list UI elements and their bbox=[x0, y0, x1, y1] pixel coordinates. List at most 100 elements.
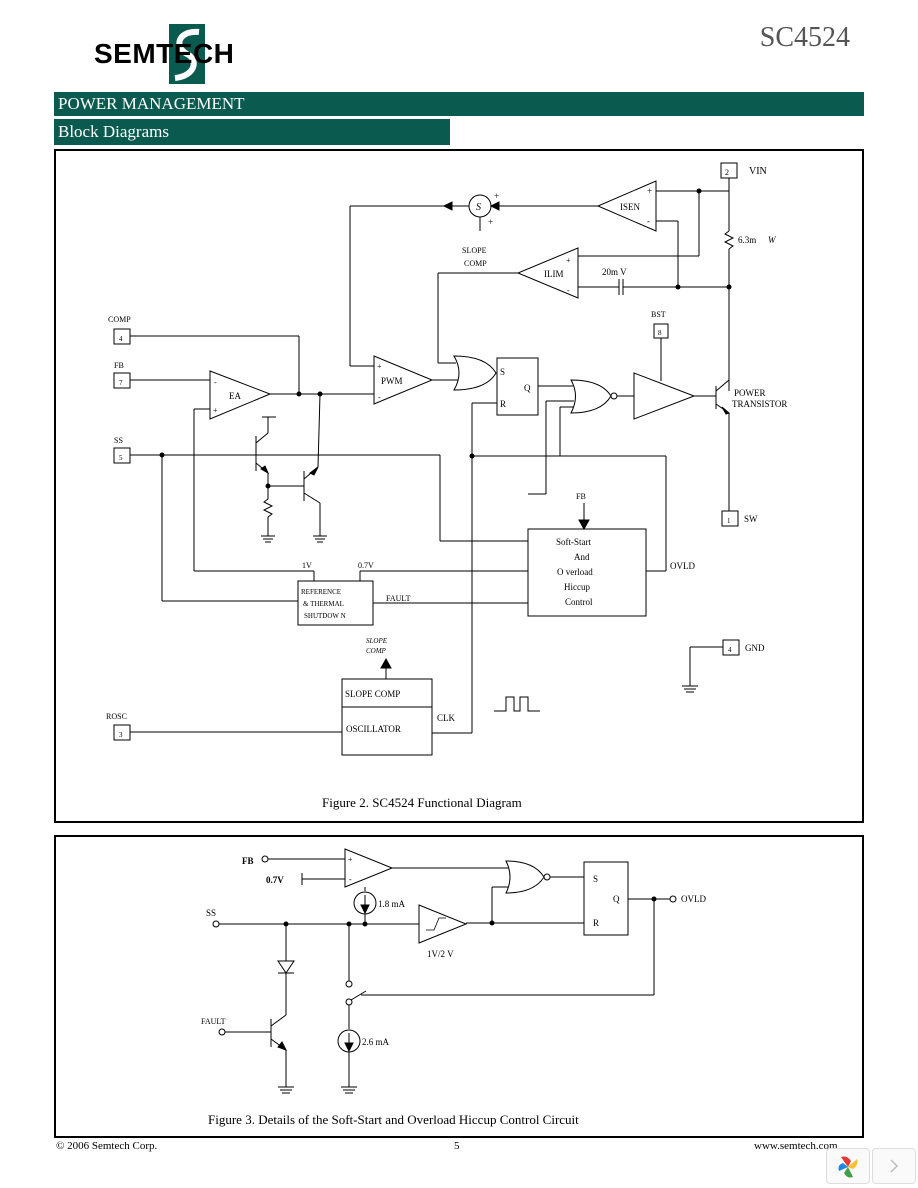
pin-bst-label: BST bbox=[651, 310, 666, 319]
footer-copyright: © 2006 Semtech Corp. bbox=[56, 1140, 158, 1152]
pin-ss-label: SS bbox=[114, 436, 123, 445]
semtech-logo-icon bbox=[169, 24, 205, 84]
figure-2-caption: Figure 2. SC4524 Functional Diagram bbox=[322, 795, 522, 810]
fig3-nor-gate bbox=[505, 860, 545, 894]
fig3-fault-label: FAULT bbox=[201, 1017, 226, 1026]
fig3-ss-label: SS bbox=[206, 908, 216, 918]
pin-bst-number: 8 bbox=[658, 329, 662, 337]
ohm-symbol: W bbox=[768, 235, 777, 245]
fig3-s-label: S bbox=[593, 874, 598, 884]
svg-text:+: + bbox=[647, 186, 652, 196]
chevron-right-icon bbox=[890, 1159, 899, 1173]
pin-fb-number: 7 bbox=[119, 379, 123, 387]
subsection-title: Block Diagrams bbox=[54, 119, 450, 145]
pin-vin-label: VIN bbox=[749, 166, 767, 177]
pin-rosc-label: ROSC bbox=[106, 712, 127, 721]
fig3-q-label: Q bbox=[613, 894, 620, 904]
svg-text:-: - bbox=[378, 393, 381, 402]
svg-text:+: + bbox=[213, 406, 218, 415]
svg-text:-: - bbox=[349, 875, 352, 884]
ref-line2: & THERMAL bbox=[303, 600, 344, 608]
isen-amplifier bbox=[596, 180, 657, 232]
clock-waveform bbox=[494, 696, 540, 712]
pin-vin-box bbox=[720, 162, 738, 179]
latch-q-label: Q bbox=[524, 383, 531, 393]
osc-slope-label-2: COMP bbox=[366, 647, 387, 655]
hysteresis-label: 1V/2 V bbox=[427, 949, 454, 959]
figure-3-caption: Figure 3. Details of the Soft-Start and … bbox=[208, 1112, 579, 1127]
svg-text:+: + bbox=[566, 256, 571, 265]
fig3-comparator bbox=[344, 848, 394, 888]
slope-comp-text: SLOPE COMP bbox=[345, 689, 400, 699]
ovld-label: OVLD bbox=[670, 561, 695, 571]
power-label: POWER bbox=[734, 388, 766, 398]
latch-r-label: R bbox=[500, 399, 506, 409]
current-1p8ma-label: 1.8 mA bbox=[378, 899, 406, 909]
ilim-threshold-label: 20m V bbox=[602, 267, 627, 277]
svg-text:-: - bbox=[647, 216, 650, 226]
schmitt-buffer bbox=[418, 904, 468, 944]
fault-label: FAULT bbox=[386, 594, 411, 603]
ss-line3: O verload bbox=[557, 567, 593, 577]
fig3-sr-latch bbox=[583, 861, 629, 936]
fig3-r-label: R bbox=[593, 918, 599, 928]
svg-text:-: - bbox=[567, 286, 570, 295]
clk-label: CLK bbox=[437, 713, 456, 723]
fig3-fb-label: FB bbox=[242, 856, 254, 866]
part-number: SC4524 bbox=[759, 22, 850, 53]
slope-label-1: SLOPE bbox=[462, 246, 487, 255]
current-2p6ma-label: 2.6 mA bbox=[362, 1037, 390, 1047]
pin-vin-number: 2 bbox=[725, 168, 729, 177]
svg-text:-: - bbox=[214, 378, 217, 387]
soft-start-block bbox=[527, 528, 647, 617]
svg-text:+: + bbox=[348, 855, 353, 864]
pin-ss-number: 5 bbox=[119, 454, 123, 462]
figure-2-functional-diagram: 2 VIN 6.3m W ISEN + - S + + SLOPE COMP I… bbox=[54, 149, 864, 823]
pin-gnd-label: GND bbox=[745, 643, 765, 653]
ref-07v-label: 0.7V bbox=[358, 561, 374, 570]
ss-line2: And bbox=[574, 552, 590, 562]
ref-line3: SHUTDOW N bbox=[304, 612, 346, 620]
oscillator-block bbox=[341, 706, 433, 756]
nor-gate bbox=[570, 379, 612, 414]
company-name: SEMTECH bbox=[94, 38, 235, 69]
pin-comp-label: COMP bbox=[108, 315, 131, 324]
footer-page-number: 5 bbox=[454, 1140, 460, 1152]
slope-label-2: COMP bbox=[464, 259, 487, 268]
next-page-button[interactable] bbox=[872, 1148, 916, 1184]
ss-line5: Control bbox=[565, 597, 593, 607]
isen-label: ISEN bbox=[620, 202, 641, 212]
pwm-label: PWM bbox=[381, 376, 403, 386]
section-title: POWER MANAGEMENT bbox=[54, 92, 864, 116]
oscillator-text: OSCILLATOR bbox=[346, 724, 401, 734]
functional-diagram-svg: 2 VIN 6.3m W ISEN + - S + + SLOPE COMP I… bbox=[106, 162, 787, 810]
ea-label: EA bbox=[229, 391, 241, 401]
gate-driver bbox=[633, 372, 696, 420]
pin-comp-number: 4 bbox=[119, 335, 123, 343]
osc-slope-label-1: SLOPE bbox=[366, 637, 388, 645]
ilim-label: ILIM bbox=[544, 269, 564, 279]
pwm-comparator bbox=[373, 355, 434, 405]
latch-s-label: S bbox=[500, 367, 505, 377]
viewer-logo-button[interactable] bbox=[826, 1148, 870, 1184]
svg-text:+: + bbox=[488, 217, 493, 227]
ref-1v-label: 1V bbox=[302, 561, 312, 570]
fig3-07v-label: 0.7V bbox=[266, 875, 284, 885]
pin-sw-label: SW bbox=[744, 514, 758, 524]
svg-text:+: + bbox=[494, 191, 499, 201]
svg-text:+: + bbox=[377, 362, 382, 371]
ilim-amplifier bbox=[516, 247, 579, 299]
figure-3-soft-start-detail: FB 0.7V + - S Q R OVLD SS 1.8 mA 1V/2 V … bbox=[54, 835, 864, 1138]
ss-fb-label: FB bbox=[576, 492, 586, 501]
soft-start-detail-svg: FB 0.7V + - S Q R OVLD SS 1.8 mA 1V/2 V … bbox=[201, 848, 706, 1127]
pin-gnd-number: 4 bbox=[728, 646, 732, 654]
pinwheel-icon bbox=[838, 1156, 858, 1178]
sense-resistor-label: 6.3m bbox=[738, 235, 756, 245]
fig3-diode bbox=[277, 960, 295, 974]
ref-line1: REFERENCE bbox=[301, 588, 341, 596]
transistor-label: TRANSISTOR bbox=[732, 399, 787, 409]
ss-line1: Soft-Start bbox=[556, 537, 591, 547]
footer-url[interactable]: www.semtech.com bbox=[754, 1140, 838, 1152]
pin-sw-number: 1 bbox=[727, 517, 731, 525]
pin-fb-label: FB bbox=[114, 361, 124, 370]
